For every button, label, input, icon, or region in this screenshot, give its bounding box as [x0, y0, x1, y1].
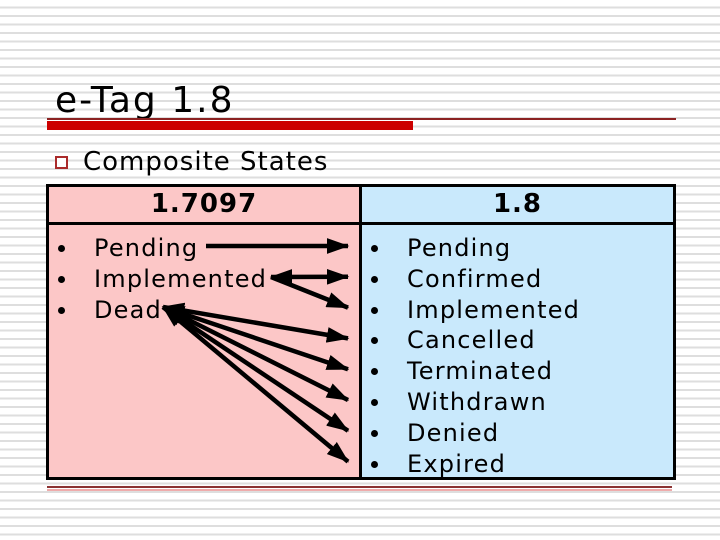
state-list-item: Terminated	[362, 356, 673, 387]
state-label: Implemented	[407, 295, 581, 324]
table-underline-dark	[47, 486, 672, 488]
square-bullet-icon	[55, 155, 68, 169]
state-label: Implemented	[94, 264, 268, 293]
state-list-item: Withdrawn	[362, 387, 673, 418]
bullet-dot-icon	[371, 460, 378, 468]
bullet-dot-icon	[58, 275, 65, 283]
bullet-dot-icon	[58, 245, 65, 252]
state-label: Pending	[407, 234, 512, 262]
bullet-dot-icon	[371, 306, 378, 314]
state-list-item: Confirmed	[362, 264, 673, 295]
state-label: Terminated	[407, 357, 554, 386]
column-header-new: 1.8	[362, 187, 673, 225]
bullet-dot-icon	[371, 368, 378, 376]
bullet-dot-icon	[371, 429, 378, 437]
title-rule-thin	[47, 118, 676, 120]
state-label: Withdrawn	[407, 387, 547, 416]
column-header-old: 1.7097	[49, 187, 359, 225]
title-rule-thick	[47, 121, 413, 130]
table-underline-pink	[47, 489, 672, 491]
state-label: Dead	[94, 295, 162, 324]
state-list-item: Implemented	[49, 264, 359, 295]
section-bullet-row: Composite States	[55, 147, 329, 177]
state-list-item: Dead	[49, 295, 359, 326]
bullet-dot-icon	[371, 398, 378, 406]
state-list-item: Expired	[362, 449, 673, 480]
state-list-item: Pending	[49, 233, 359, 264]
state-label: Denied	[407, 418, 500, 447]
section-heading: Composite States	[83, 147, 329, 177]
state-label: Cancelled	[407, 326, 536, 355]
state-label: Pending	[94, 234, 199, 262]
page-title: e-Tag 1.8	[55, 80, 235, 121]
state-label: Confirmed	[407, 264, 543, 293]
state-list-item: Denied	[362, 418, 673, 449]
state-list-item: Implemented	[362, 295, 673, 326]
state-list-item: Cancelled	[362, 325, 673, 356]
bullet-dot-icon	[371, 245, 378, 252]
bullet-dot-icon	[371, 275, 378, 283]
bullet-dot-icon	[58, 306, 65, 314]
state-list-item: Pending	[362, 233, 673, 264]
state-label: Expired	[407, 449, 507, 478]
bullet-dot-icon	[371, 337, 378, 345]
